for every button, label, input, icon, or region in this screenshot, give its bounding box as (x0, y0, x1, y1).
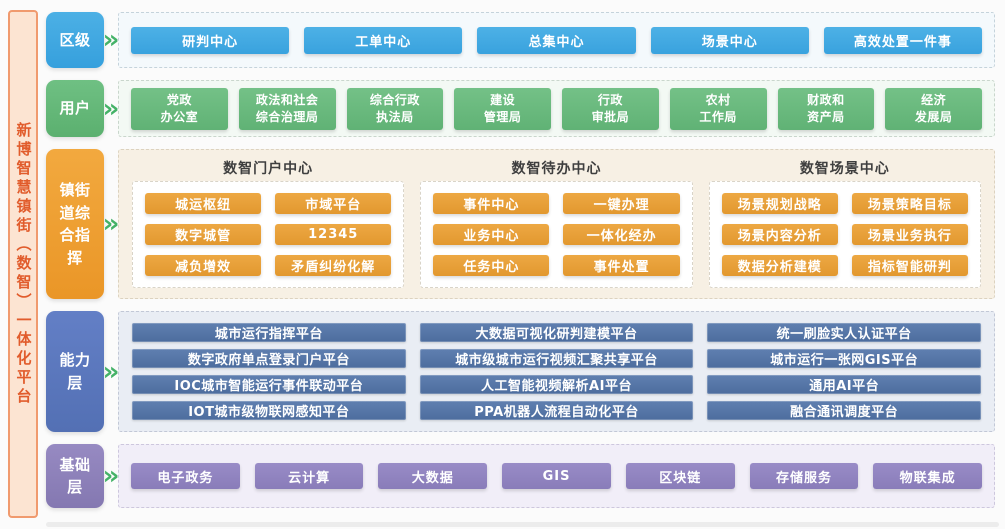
foundation-service-chip: 云计算 (254, 463, 364, 489)
capability-platform-bar: 城市运行指挥平台 (132, 323, 406, 342)
foundation-service-chip: 区块链 (625, 463, 735, 489)
capability-container: 城市运行指挥平台数字政府单点登录门户平台 IOC城市智能运行事件联动平台 IOT城市… (118, 311, 995, 432)
portal-chip: 矛盾纠纷化解 (275, 255, 392, 276)
users-container: 党政 办公室政法和社会 综合治理局综合行政 执法局建设 管理局行政 审批局农村 … (118, 80, 995, 137)
district-center-chip: 研判中心 (131, 26, 290, 54)
layer-row-foundation: 基础层 » 电子政务云计算大数据 GIS 区块链存储服务物联集成 (46, 444, 995, 508)
layer-row-command: 镇街道综合指挥 » 数智门户中心 城运枢纽市域平台数字城管 12345 减负增效矛盾… (46, 149, 995, 299)
group-title-portal: 数智门户中心 (223, 160, 314, 177)
scene-items-box: 场景规划战略场景策略目标场景内容分析场景业务执行数据分析建模指标智能研判 (708, 181, 981, 288)
portal-chip: 减负增效 (145, 255, 262, 276)
portal-chip: 12345 (275, 224, 392, 245)
district-center-chip: 工单中心 (304, 26, 463, 54)
capability-platform-bar: PPA机器人流程自动化平台 (419, 401, 694, 420)
user-bureau-chip: 综合行政 执法局 (346, 87, 444, 130)
user-bureau-chip: 党政 办公室 (131, 87, 228, 130)
scene-chip: 指标智能研判 (851, 255, 968, 276)
capability-platform-bar: 城市级城市运行视频汇聚共享平台 (419, 349, 694, 368)
portal-chip: 数字城管 (145, 224, 262, 245)
district-center-chip: 场景中心 (650, 26, 809, 54)
layer-label-users: 用户 (46, 80, 104, 137)
capability-column-3: 统一刷脸实人认证平台城市运行一张网GIS平台通用AI平台融合通讯调度平台 (707, 323, 982, 420)
double-chevron-icon: » (102, 209, 120, 239)
layer-label-command: 镇街道综合指挥 (46, 149, 104, 299)
layer-row-district: 区级 » 研判中心工单中心总集中心场景中心高效处置一件事 (46, 12, 995, 68)
scene-chip: 场景策略目标 (851, 193, 968, 214)
scene-chip: 场景业务执行 (851, 224, 968, 245)
capability-platform-bar: 大数据可视化研判建模平台 (419, 323, 694, 342)
foundation-service-chip: 电子政务 (131, 463, 240, 489)
capability-platform-bar: IOT城市级物联网感知平台 (132, 401, 406, 420)
command-group-todo: 数智待办中心 事件中心一键办理业务中心一体化经办任务中心事件处置 (420, 154, 693, 288)
capability-platform-bar: 通用AI平台 (707, 375, 982, 394)
district-center-chip: 总集中心 (477, 26, 636, 54)
portal-chip: 城运枢纽 (145, 193, 262, 214)
group-title-todo: 数智待办中心 (511, 160, 602, 177)
page-bottom-edge (46, 522, 999, 527)
command-container: 数智门户中心 城运枢纽市域平台数字城管 12345 减负增效矛盾纠纷化解 数智待办中… (118, 149, 995, 299)
capability-platform-bar: 数字政府单点登录门户平台 (132, 349, 406, 368)
user-bureau-chip: 政法和社会 综合治理局 (238, 87, 336, 130)
capability-platform-bar: 统一刷脸实人认证平台 (707, 323, 982, 342)
user-bureau-chip: 经济 发展局 (885, 87, 982, 130)
double-chevron-icon: » (102, 25, 120, 55)
district-center-chip: 高效处置一件事 (823, 26, 983, 54)
foundation-service-chip: 大数据 (378, 463, 488, 489)
foundation-container: 电子政务云计算大数据 GIS 区块链存储服务物联集成 (118, 444, 995, 508)
user-bureau-chip: 农村 工作局 (669, 87, 767, 130)
user-bureau-chip: 行政 审批局 (562, 87, 659, 130)
platform-title-banner: 新博智慧镇街（数智）一体化平台 (8, 10, 38, 518)
user-bureau-chip: 财政和 资产局 (777, 87, 875, 130)
platform-title: 新博智慧镇街（数智）一体化平台 (14, 121, 33, 407)
todo-chip: 一体化经办 (563, 224, 680, 245)
layer-row-users: 用户 » 党政 办公室政法和社会 综合治理局综合行政 执法局建设 管理局行政 审… (46, 80, 995, 137)
layer-row-capability: 能力层 » 城市运行指挥平台数字政府单点登录门户平台 IOC城市智能运行事件联动平… (46, 311, 995, 432)
diagram-layers: 区级 » 研判中心工单中心总集中心场景中心高效处置一件事 用户 » 党政 办公室… (46, 12, 995, 508)
todo-items-box: 事件中心一键办理业务中心一体化经办任务中心事件处置 (420, 181, 693, 288)
capability-column-2: 大数据可视化研判建模平台城市级城市运行视频汇聚共享平台人工智能视频解析AI平台 P… (419, 323, 694, 420)
todo-chip: 任务中心 (433, 255, 550, 276)
todo-chip: 事件处置 (563, 255, 680, 276)
foundation-service-chip: 物联集成 (873, 463, 983, 489)
capability-platform-bar: 人工智能视频解析AI平台 (419, 375, 694, 394)
portal-items-box: 城运枢纽市域平台数字城管 12345 减负增效矛盾纠纷化解 (132, 181, 405, 288)
command-group-portal: 数智门户中心 城运枢纽市域平台数字城管 12345 减负增效矛盾纠纷化解 (132, 154, 405, 288)
layer-label-district: 区级 (46, 12, 104, 68)
todo-chip: 业务中心 (433, 224, 550, 245)
scene-chip: 数据分析建模 (721, 255, 838, 276)
command-group-scene: 数智场景中心 场景规划战略场景策略目标场景内容分析场景业务执行数据分析建模指标智… (708, 154, 981, 288)
layer-label-foundation: 基础层 (46, 444, 104, 508)
capability-platform-bar: 融合通讯调度平台 (707, 401, 982, 420)
capability-platform-bar: 城市运行一张网GIS平台 (707, 349, 982, 368)
double-chevron-icon: » (102, 356, 120, 387)
capability-column-1: 城市运行指挥平台数字政府单点登录门户平台 IOC城市智能运行事件联动平台 IOT城市… (132, 323, 406, 420)
layer-label-capability: 能力层 (46, 311, 104, 432)
user-bureau-chip: 建设 管理局 (454, 87, 551, 130)
group-title-scene: 数智场景中心 (799, 160, 890, 177)
foundation-service-chip: 存储服务 (749, 463, 859, 489)
portal-chip: 市域平台 (275, 193, 392, 214)
scene-chip: 场景规划战略 (721, 193, 838, 214)
capability-platform-bar: IOC城市智能运行事件联动平台 (132, 375, 406, 394)
double-chevron-icon: » (102, 461, 120, 491)
district-container: 研判中心工单中心总集中心场景中心高效处置一件事 (118, 12, 995, 68)
scene-chip: 场景内容分析 (721, 224, 838, 245)
todo-chip: 事件中心 (433, 193, 550, 214)
double-chevron-icon: » (102, 93, 120, 124)
todo-chip: 一键办理 (563, 193, 680, 214)
foundation-service-chip: GIS (502, 463, 611, 489)
